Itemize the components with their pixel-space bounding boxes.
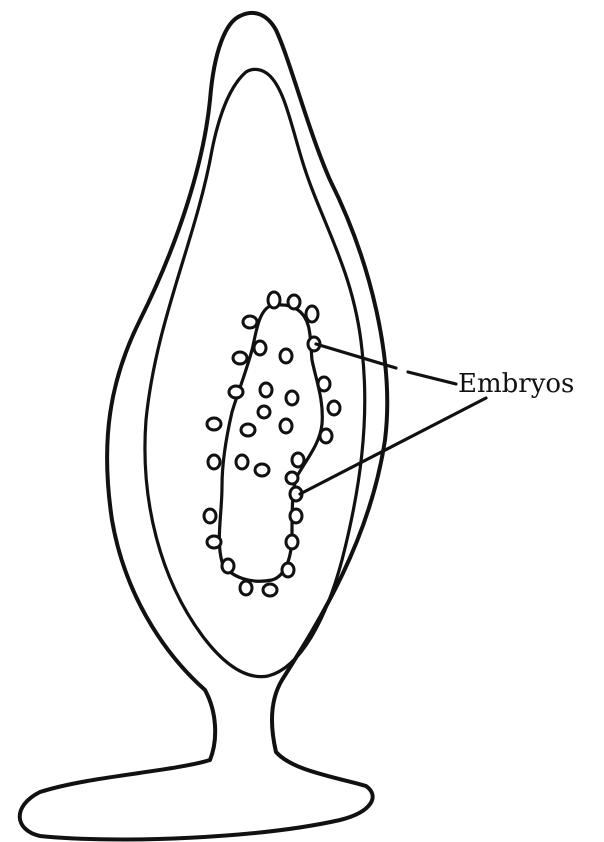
embryo-oval (306, 306, 318, 322)
embryos-label: Embryos (458, 369, 574, 399)
embryo-oval (292, 453, 304, 467)
embryo-oval (263, 584, 277, 596)
embryo-oval (222, 559, 234, 573)
embryo-oval (280, 419, 292, 433)
embryo-oval (260, 383, 272, 397)
embryo-oval (282, 563, 294, 577)
embryo-oval (286, 472, 298, 484)
embryo-oval (233, 352, 247, 364)
inner-cavity-outline (145, 69, 365, 676)
embryo-oval (318, 377, 330, 391)
embryo-oval (255, 464, 269, 476)
embryo-oval (208, 455, 220, 469)
embryo-oval (280, 349, 292, 363)
embryo-oval (258, 406, 270, 418)
embryo-oval (290, 509, 302, 523)
embryo-oval (288, 295, 300, 309)
embryo-oval (207, 418, 221, 430)
embryo-oval (207, 536, 221, 548)
embryo-oval (286, 391, 298, 405)
embryo-oval (229, 386, 243, 398)
embryo-oval (243, 316, 257, 328)
embryo-oval (236, 455, 248, 469)
embryo-oval (241, 424, 255, 436)
embryo-oval (240, 581, 252, 595)
embryo-oval (286, 535, 298, 549)
embryo-oval (328, 401, 340, 415)
embryo-oval (320, 429, 332, 443)
embryo-oval (254, 341, 266, 355)
outer-wall-outline (20, 13, 387, 840)
embryo-oval (268, 292, 280, 308)
embryo-oval (204, 509, 216, 523)
leader-line-upper-dash (408, 372, 456, 384)
